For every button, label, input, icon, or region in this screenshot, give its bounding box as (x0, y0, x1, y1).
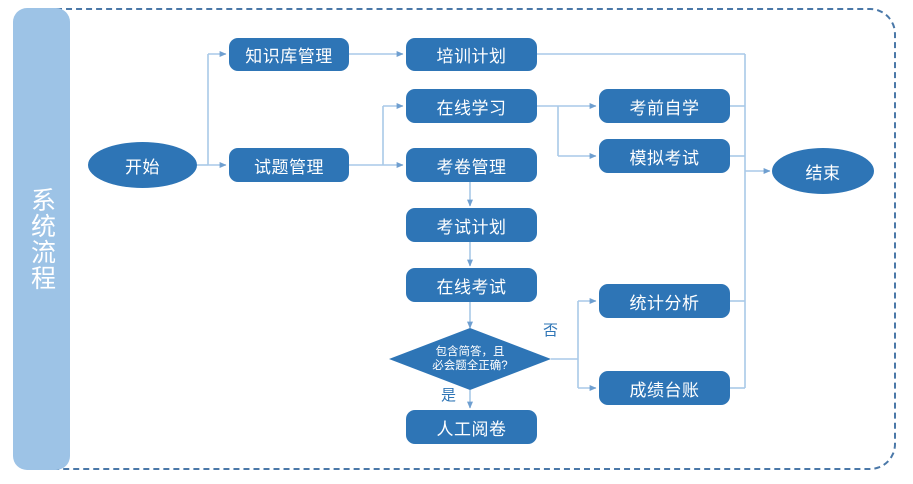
node-pre-exam-study-label: 考前自学 (629, 98, 700, 118)
node-manual-grade[interactable]: 人工阅卷 (406, 410, 537, 444)
node-stat-analysis-label: 统计分析 (629, 293, 700, 313)
edge-label-no: 否 (543, 322, 559, 339)
node-question-manage-label: 试题管理 (254, 157, 324, 177)
node-mock-exam[interactable]: 模拟考试 (599, 139, 730, 173)
node-paper-manage-label: 考卷管理 (436, 157, 507, 177)
diagram-banner: 系统流程 (13, 8, 70, 470)
banner-label: 系统流程 (27, 187, 56, 291)
node-online-study[interactable]: 在线学习 (406, 89, 537, 123)
edge-label-yes: 是 (441, 387, 457, 404)
node-kb-manage[interactable]: 知识库管理 (229, 38, 349, 71)
node-online-study-label: 在线学习 (436, 98, 507, 118)
node-online-exam-label: 在线考试 (436, 277, 507, 297)
node-start-label: 开始 (125, 157, 160, 177)
node-pre-exam-study[interactable]: 考前自学 (599, 89, 730, 123)
node-score-ledger-label: 成绩台账 (629, 380, 700, 400)
node-manual-grade-label: 人工阅卷 (436, 419, 507, 439)
node-score-ledger[interactable]: 成绩台账 (599, 371, 730, 405)
node-paper-manage[interactable]: 考卷管理 (406, 148, 537, 182)
node-stat-analysis[interactable]: 统计分析 (599, 284, 730, 318)
node-decision-label: 包含简答，且 必会题全正确? (432, 345, 508, 372)
node-decision[interactable]: 包含简答，且 必会题全正确? (389, 328, 551, 390)
node-exam-plan[interactable]: 考试计划 (406, 208, 537, 242)
node-online-exam[interactable]: 在线考试 (406, 268, 537, 302)
node-question-manage[interactable]: 试题管理 (229, 148, 349, 182)
node-exam-plan-label: 考试计划 (436, 217, 507, 237)
node-start[interactable]: 开始 (88, 142, 197, 188)
node-end[interactable]: 结束 (772, 148, 874, 194)
node-kb-manage-label: 知识库管理 (245, 47, 333, 66)
node-training-plan[interactable]: 培训计划 (406, 38, 537, 71)
node-training-plan-label: 培训计划 (436, 47, 507, 66)
node-end-label: 结束 (805, 163, 841, 183)
node-mock-exam-label: 模拟考试 (629, 148, 700, 168)
